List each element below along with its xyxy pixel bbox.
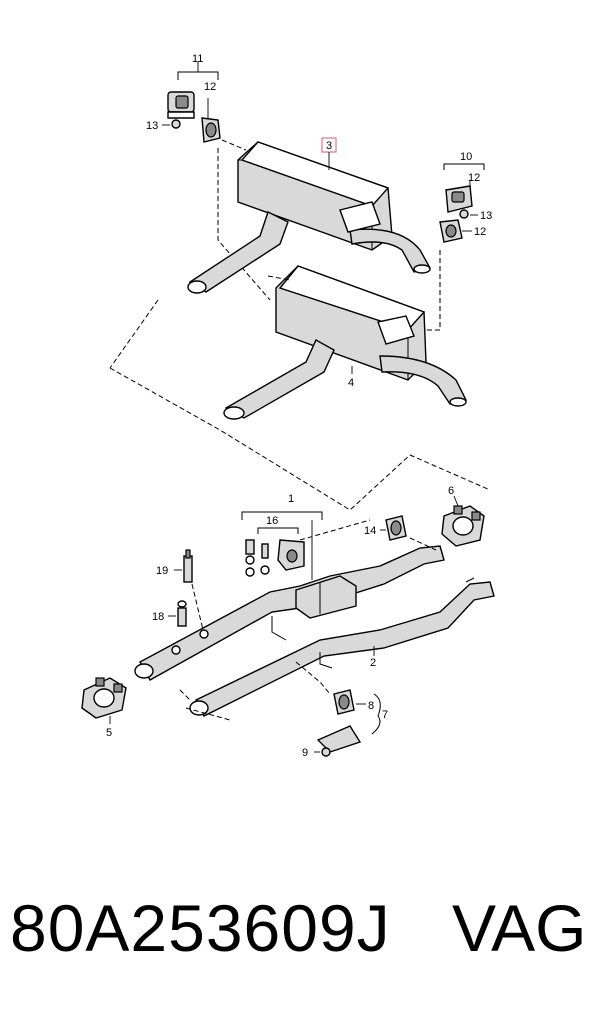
front-pipe-assembly: 1 2 — [134, 493, 495, 717]
callout-13-right: 13 — [480, 210, 492, 222]
callout-12-right-lower: 12 — [474, 226, 486, 238]
callout-19: 19 — [156, 565, 168, 577]
rubber-mount-12-top — [201, 117, 221, 143]
bracket-10-group: 10 12 13 12 — [439, 151, 492, 243]
rear-silencer-4: 4 — [223, 265, 468, 420]
part-number-label: 80A253609J — [10, 891, 391, 965]
bracket-10 — [445, 185, 473, 213]
callout-16: 16 — [266, 515, 278, 527]
callout-12-top: 12 — [204, 81, 216, 93]
callout-2: 2 — [370, 657, 376, 669]
callout-13-top: 13 — [146, 120, 158, 132]
exhaust-system-diagram: 11 12 13 3 — [81, 53, 495, 759]
rubber-mount-12-right — [439, 219, 463, 243]
callout-7: 7 — [382, 709, 388, 721]
callout-4: 4 — [348, 377, 354, 389]
callout-5: 5 — [106, 727, 112, 739]
bracket-11 — [167, 91, 195, 119]
brand-label: VAG — [452, 891, 587, 965]
bolt-13-right — [459, 209, 469, 219]
sensor-18 — [177, 600, 187, 627]
clamp-5 — [81, 677, 127, 719]
callout-18: 18 — [152, 611, 164, 623]
callout-12-right-upper: 12 — [468, 172, 480, 184]
callout-11: 11 — [192, 53, 203, 65]
callout-10: 10 — [460, 151, 472, 163]
sensor-19 — [183, 549, 193, 583]
callout-6: 6 — [448, 485, 454, 497]
clamp-6 — [441, 505, 485, 547]
callout-14: 14 — [364, 525, 376, 537]
bolt-16a — [245, 539, 255, 577]
rear-silencer-3: 3 — [187, 137, 432, 294]
callout-1: 1 — [288, 493, 294, 505]
bracket-11-group: 11 12 13 — [146, 53, 247, 151]
hardware-kit-16: 16 — [245, 515, 305, 577]
callout-8: 8 — [368, 700, 374, 712]
bolt-13-top — [171, 119, 181, 129]
mount-16 — [277, 539, 305, 571]
bolt-9 — [321, 747, 331, 757]
callout-3: 3 — [326, 140, 332, 152]
rubber-mount-8 — [333, 689, 355, 715]
rubber-mount-14 — [385, 515, 407, 541]
bolt-16b — [260, 543, 270, 575]
callout-9: 9 — [302, 747, 308, 759]
